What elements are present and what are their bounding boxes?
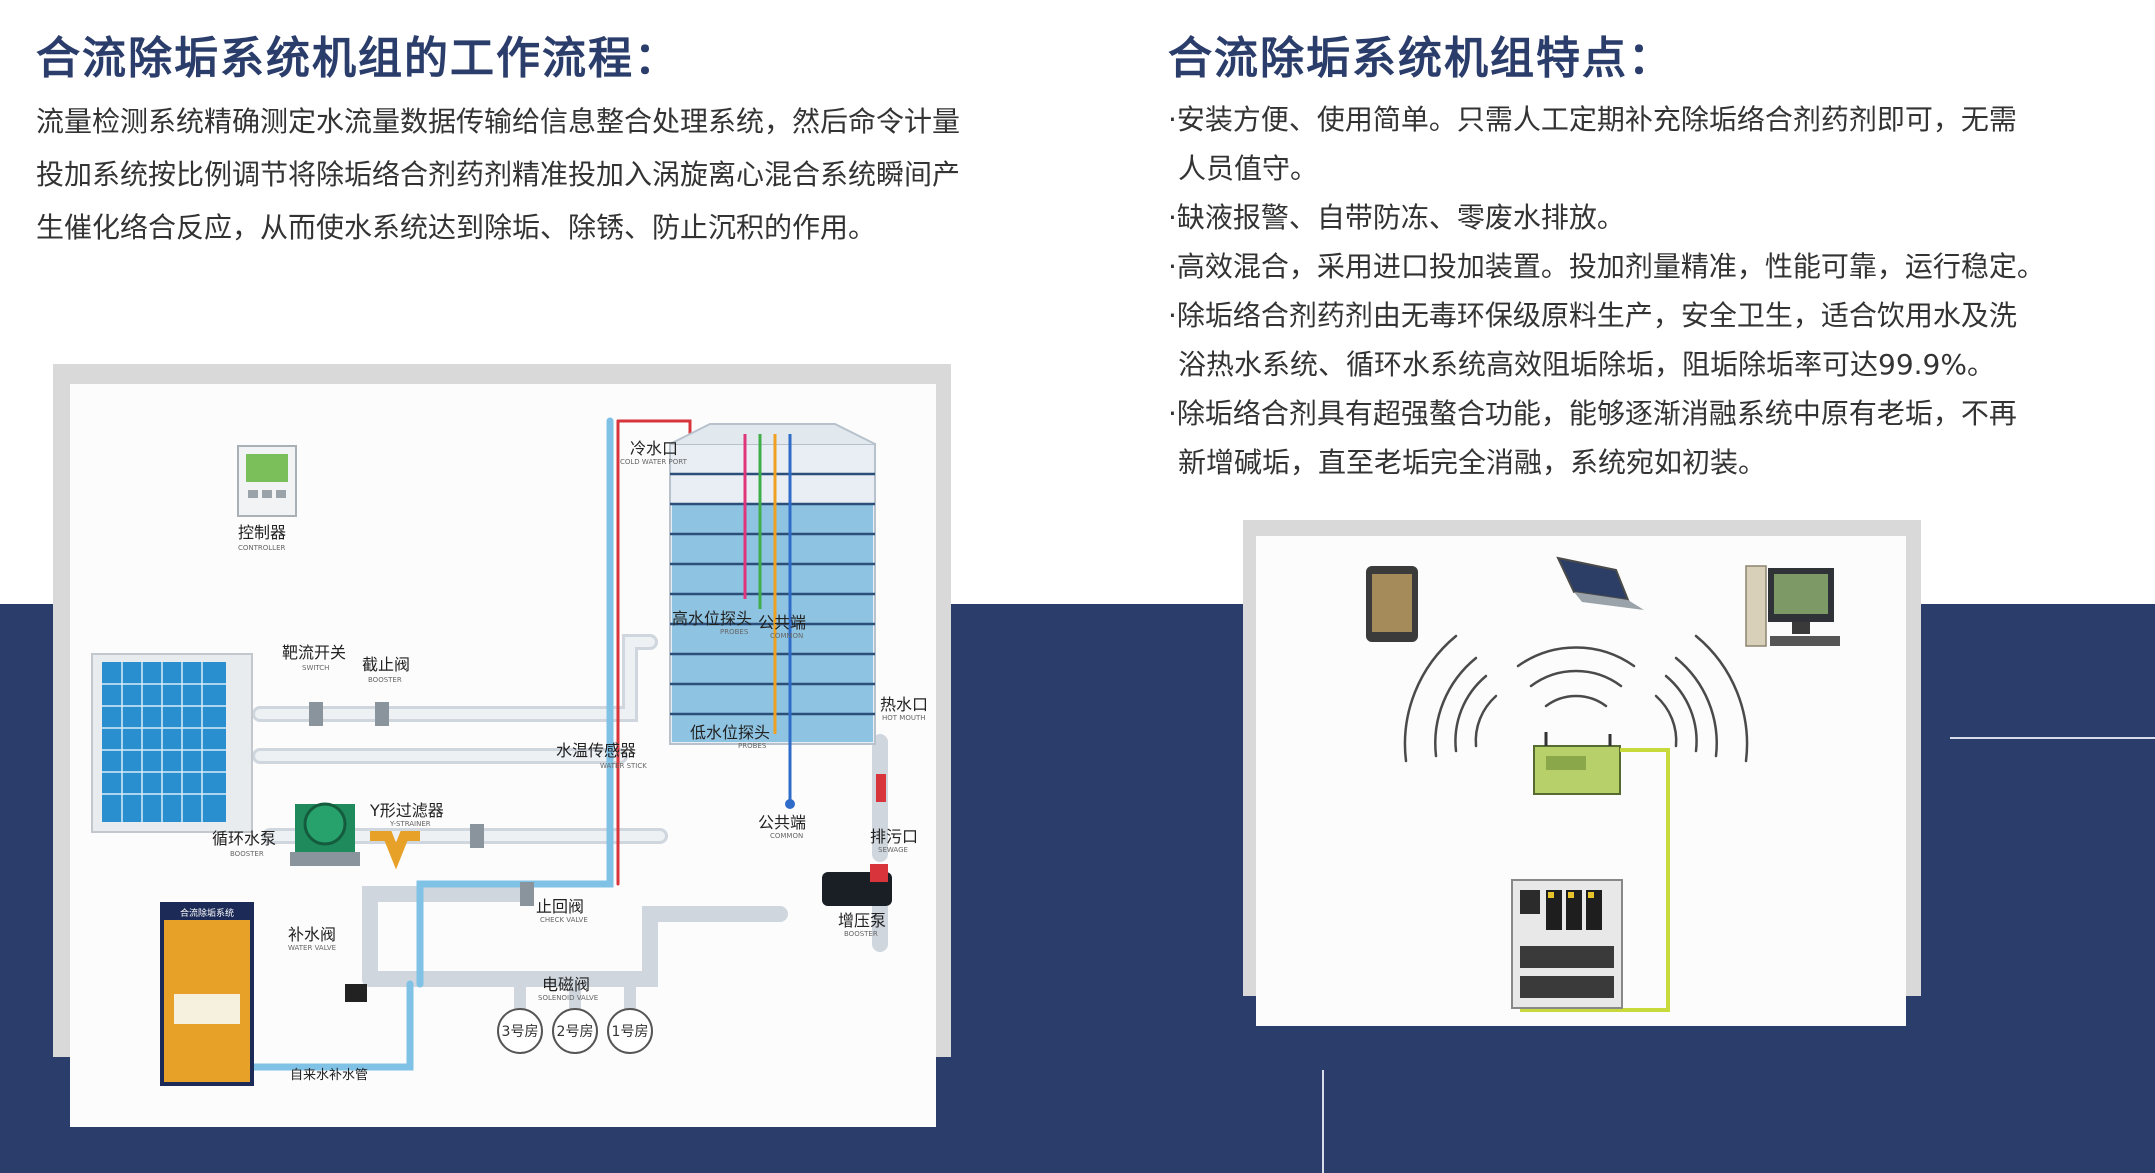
hot-water-label: 热水口 <box>880 695 928 714</box>
cold-water-label: 冷水口 <box>630 439 678 458</box>
decorative-horizontal-line <box>1950 737 2155 739</box>
check-valve-label: 止回阀 <box>536 897 584 916</box>
unit-label: 合流除垢系统 <box>180 907 234 919</box>
workflow-line-2: 投加系统按比例调节将除垢络合剂药剂精准投加入涡旋离心混合系统瞬间产 <box>36 158 961 191</box>
feature-line: 浴热水系统、循环水系统高效阻垢除垢，阻垢除垢率可达99.9%。 <box>1178 348 1995 381</box>
workflow-line-1: 流量检测系统精确测定水流量数据传输给信息整合处理系统，然后命令计量 <box>36 105 961 138</box>
makeup-valve <box>345 984 367 1002</box>
stop-valve-label: 截止阀 <box>362 655 410 674</box>
flow-switch-en-label: SWITCH <box>302 664 329 672</box>
controller-label: 控制器 <box>238 523 286 542</box>
circulation-pump <box>290 802 360 866</box>
common-en-label-bottom: COMMON <box>770 832 803 840</box>
workflow-title: 合流除垢系统机组的工作流程： <box>36 33 680 84</box>
sewage-en-label: SEWAGE <box>878 846 908 854</box>
common-en-label: COMMON <box>770 632 803 640</box>
cold-water-en-label: COLD WATER PORT <box>620 458 688 466</box>
tap-pipe-label: 自来水补水管 <box>290 1068 368 1083</box>
solenoid-label: 电磁阀 <box>542 975 590 994</box>
room-3-circle <box>497 1008 543 1054</box>
workflow-line-3: 生催化络合反应，从而使水系统达到除垢、除锈、防止沉积的作用。 <box>36 211 877 244</box>
sewage-label: 排污口 <box>870 827 918 846</box>
room-1-circle <box>607 1008 653 1054</box>
feature-line: ·除垢络合剂药剂由无毒环保级原料生产，安全卫生，适合饮用水及洗 <box>1168 299 2017 332</box>
cold-water-pipe <box>416 417 614 988</box>
gateway-module <box>1533 732 1621 795</box>
features-title: 合流除垢系统机组特点： <box>1168 33 1674 84</box>
workflow-description: 流量检测系统精确测定水流量数据传输给信息整合处理系统，然后命令计量 投加系统按比… <box>36 95 996 254</box>
y-strainer <box>370 831 420 870</box>
phone-icon <box>1366 566 1418 642</box>
y-strainer-en-label: Y-STRAINER <box>389 820 431 828</box>
pipe <box>255 637 655 719</box>
heat-pump-unit <box>91 653 253 833</box>
laptop-icon <box>1556 556 1644 610</box>
room-2-circle <box>552 1008 598 1054</box>
wireless-signal-icon <box>1403 634 1749 763</box>
system-diagram-panel: 合流除垢系统 3号房 2号房 1号房 控制器 靶流开关 截止阀 冷水口 高水位探… <box>70 384 936 1127</box>
feature-line: 人员值守。 <box>1178 152 1319 185</box>
low-probe-label: 低水位探头 <box>690 723 770 742</box>
system-diagram: 合流除垢系统 3号房 2号房 1号房 控制器 靶流开关 截止阀 冷水口 高水位探… <box>91 417 928 1086</box>
control-panel-board <box>1511 879 1623 1009</box>
solenoid-en-label: SOLENOID VALVE <box>538 994 598 1002</box>
temp-sensor-label: 水温传感器 <box>556 741 636 760</box>
feature-line: 新增碱垢，直至老垢完全消融，系统宛如初装。 <box>1178 446 1767 479</box>
feature-line: ·高效混合，采用进口投加装置。投加剂量精准，性能可靠，运行稳定。 <box>1168 250 2045 283</box>
probe-en-label: PROBES <box>720 628 749 636</box>
high-probe-label: 高水位探头 <box>672 609 752 628</box>
feature-line: ·安装方便、使用简单。只需人工定期补充除垢络合剂药剂即可，无需 <box>1168 103 2017 136</box>
controller-device <box>237 445 297 517</box>
hot-water-en-label: HOT MOUTH <box>882 714 926 722</box>
common-top-label: 公共端 <box>758 613 806 632</box>
boost-pump-en-label: BOOSTER <box>844 930 878 938</box>
pipe <box>362 906 788 987</box>
feature-line: ·缺液报警、自带防冻、零废水排放。 <box>1168 201 1625 234</box>
water-tank <box>669 423 876 809</box>
valves <box>309 702 888 906</box>
desktop-computer-icon <box>1745 565 1840 647</box>
common-bottom-label: 公共端 <box>758 813 806 832</box>
room-2-label: 2号房 <box>557 1024 594 1040</box>
feature-line: ·除垢络合剂具有超强螯合功能，能够逐渐消融系统中原有老垢，不再 <box>1168 397 2017 430</box>
stop-valve-en-label: BOOSTER <box>368 676 402 684</box>
pipe <box>362 886 528 987</box>
features-list: ·安装方便、使用简单。只需人工定期补充除垢络合剂药剂即可，无需 人员值守。 ·缺… <box>1168 95 2128 487</box>
makeup-valve-en-label: WATER VALVE <box>288 944 336 952</box>
remote-monitor-panel <box>1256 536 1906 1026</box>
makeup-valve-label: 补水阀 <box>288 925 336 944</box>
y-strainer-label: Y形过滤器 <box>369 801 444 820</box>
check-valve-en-label: CHECK VALVE <box>540 916 588 924</box>
pipe <box>514 973 636 1015</box>
controller-en-label: CONTROLLER <box>238 544 286 552</box>
dosing-unit: 合流除垢系统 <box>160 902 254 1086</box>
circ-pump-en-label: BOOSTER <box>230 850 264 858</box>
signal-wire <box>616 419 692 436</box>
remote-monitor-diagram <box>1366 556 1840 1012</box>
room-1-label: 1号房 <box>612 1024 649 1040</box>
temp-sensor-en-label: WATER STICK <box>600 762 647 770</box>
decorative-vertical-line <box>1322 1070 1324 1173</box>
room-3-label: 3号房 <box>502 1024 539 1040</box>
circ-pump-label: 循环水泵 <box>212 829 276 848</box>
probe-en-label-low: PROBES <box>738 742 767 750</box>
makeup-water-pipe <box>246 980 414 1071</box>
flow-switch-label: 靶流开关 <box>282 643 346 662</box>
boost-pump-label: 增压泵 <box>838 911 886 930</box>
